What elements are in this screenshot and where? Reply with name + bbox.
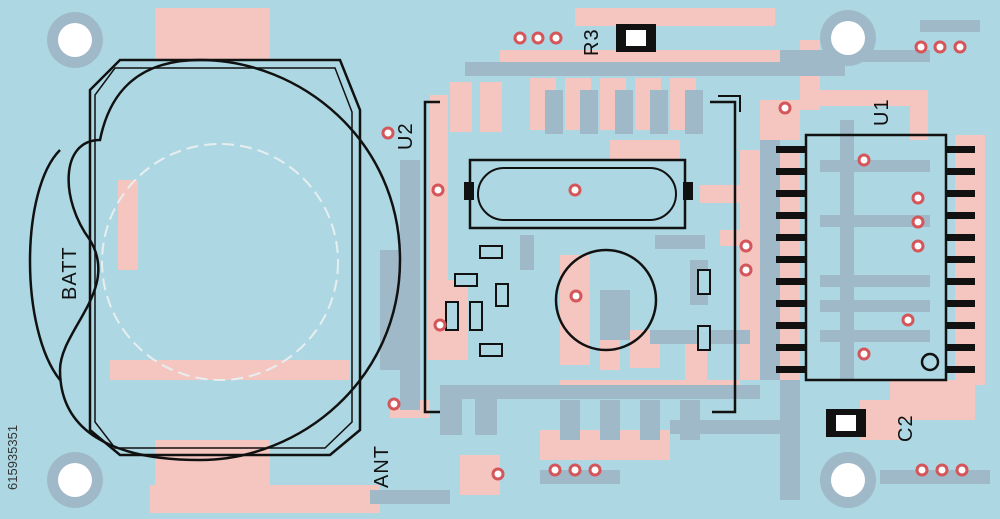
battery-holder xyxy=(28,58,402,462)
u2-ic-outline xyxy=(423,95,741,414)
crystal-oscillator xyxy=(464,158,693,230)
vias xyxy=(381,31,969,481)
round-component-outline xyxy=(554,248,658,352)
label-batt: BATT xyxy=(59,246,81,300)
stock-id-text: 615935351 xyxy=(5,425,20,490)
stock-id-value: 615935351 xyxy=(5,425,20,490)
r3-resistor xyxy=(616,24,656,52)
label-r3: R3 xyxy=(581,28,603,56)
u1-pins-left xyxy=(776,146,806,373)
mounting-holes xyxy=(47,10,876,508)
bottom-copper-layer xyxy=(370,20,990,504)
smd-component-pads xyxy=(445,245,711,357)
c2-capacitor xyxy=(826,409,866,437)
label-u1: U1 xyxy=(871,98,893,126)
u1-pins-right xyxy=(945,146,975,373)
label-u2: U2 xyxy=(395,122,417,150)
u1-ic xyxy=(776,133,975,382)
label-c2: C2 xyxy=(895,414,917,442)
label-ant: ANT xyxy=(371,445,393,488)
